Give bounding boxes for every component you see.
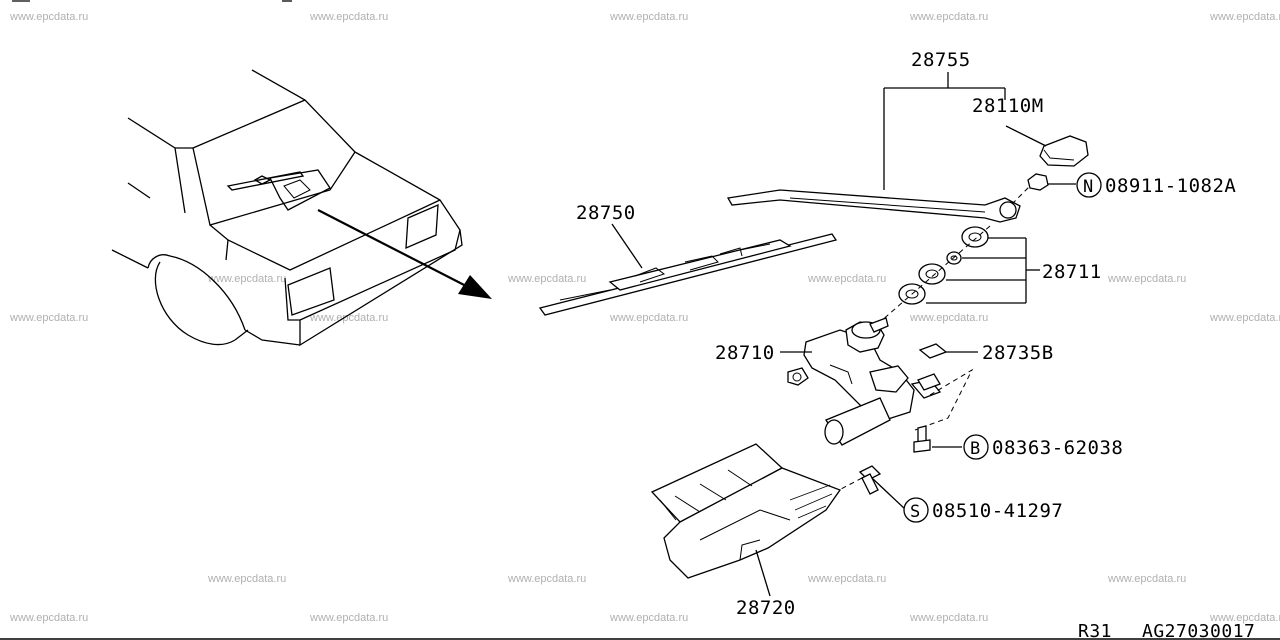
watermark: www.epcdata.ru — [207, 573, 286, 585]
arm-nut — [1027, 173, 1049, 191]
bolt-symbol-icon — [963, 434, 989, 460]
watermark: www.epcdata.ru — [309, 312, 388, 324]
callout-28735b: 28735B — [982, 342, 1054, 364]
callout-28750: 28750 — [576, 202, 636, 224]
car-rear-illustration — [111, 69, 463, 347]
watermark: www.epcdata.ru — [507, 573, 586, 585]
watermark: www.epcdata.ru — [1209, 612, 1280, 624]
watermark: www.epcdata.ru — [207, 273, 286, 285]
callout-08510: 08510-41297 — [932, 500, 1063, 522]
footer: R31 AG27030017 — [0, 621, 1280, 640]
motor-cover — [650, 443, 842, 579]
callout-labels: 28755 28110M 08911-1082A 28750 28711 287… — [576, 49, 1236, 619]
nut-symbol-label: N — [1083, 177, 1094, 197]
watermark: www.epcdata.ru — [807, 273, 886, 285]
mount-bracket — [917, 343, 948, 391]
watermark: www.epcdata.ru — [909, 11, 988, 23]
watermark: www.epcdata.ru — [1209, 312, 1280, 324]
leader-28110m — [1005, 125, 1047, 147]
motor-bolt — [913, 425, 931, 453]
assembly-line — [914, 368, 974, 431]
leader-28750 — [611, 223, 643, 269]
watermark: www.epcdata.ru — [1107, 573, 1186, 585]
watermark: www.epcdata.ru — [1107, 273, 1186, 285]
direction-arrow — [317, 209, 492, 299]
watermark: www.epcdata.ru — [909, 312, 988, 324]
wiper-motor — [787, 317, 942, 446]
watermark: www.epcdata.ru — [909, 612, 988, 624]
leader-28711 — [926, 237, 1040, 304]
watermark: www.epcdata.ru — [9, 312, 88, 324]
callout-08911: 08911-1082A — [1105, 175, 1236, 197]
screw-symbol-icon — [903, 497, 929, 523]
watermark: www.epcdata.ru — [507, 273, 586, 285]
callout-28711: 28711 — [1042, 261, 1102, 283]
watermark: www.epcdata.ru — [1209, 11, 1280, 23]
cover-screw — [858, 465, 882, 495]
watermark: www.epcdata.ru — [309, 11, 388, 23]
watermark: www.epcdata.ru — [309, 612, 388, 624]
watermark: www.epcdata.ru — [609, 612, 688, 624]
wiper-blade — [538, 233, 838, 316]
arm-cap — [1039, 135, 1089, 167]
watermark: www.epcdata.ru — [9, 612, 88, 624]
leader-08510 — [871, 477, 907, 511]
pivot-seal-kit — [898, 226, 989, 305]
bolt-symbol-label: B — [970, 439, 981, 459]
watermark: www.epcdata.ru — [9, 11, 88, 23]
callout-28110m: 28110M — [972, 95, 1044, 117]
model-code: R31 — [1078, 621, 1112, 640]
watermark: www.epcdata.ru — [807, 573, 886, 585]
callout-28710: 28710 — [715, 342, 775, 364]
callout-08363: 08363-62038 — [992, 437, 1123, 459]
callout-28720: 28720 — [736, 597, 796, 619]
screw-symbol-label: S — [910, 502, 921, 522]
nut-symbol-icon — [1076, 172, 1102, 198]
assembly-line — [879, 225, 991, 323]
leader-28755 — [883, 72, 1006, 190]
wiper-arm — [726, 189, 1021, 223]
watermark: www.epcdata.ru — [609, 312, 688, 324]
assembly-line — [1011, 185, 1031, 205]
leader-28720 — [755, 549, 771, 597]
illustration-code: AG27030017 — [1142, 621, 1255, 640]
watermark: www.epcdata.ru — [609, 11, 688, 23]
watermark-layer: www.epcdata.ru www.epcdata.ru www.epcdat… — [9, 11, 1280, 624]
callout-28755: 28755 — [911, 49, 971, 71]
